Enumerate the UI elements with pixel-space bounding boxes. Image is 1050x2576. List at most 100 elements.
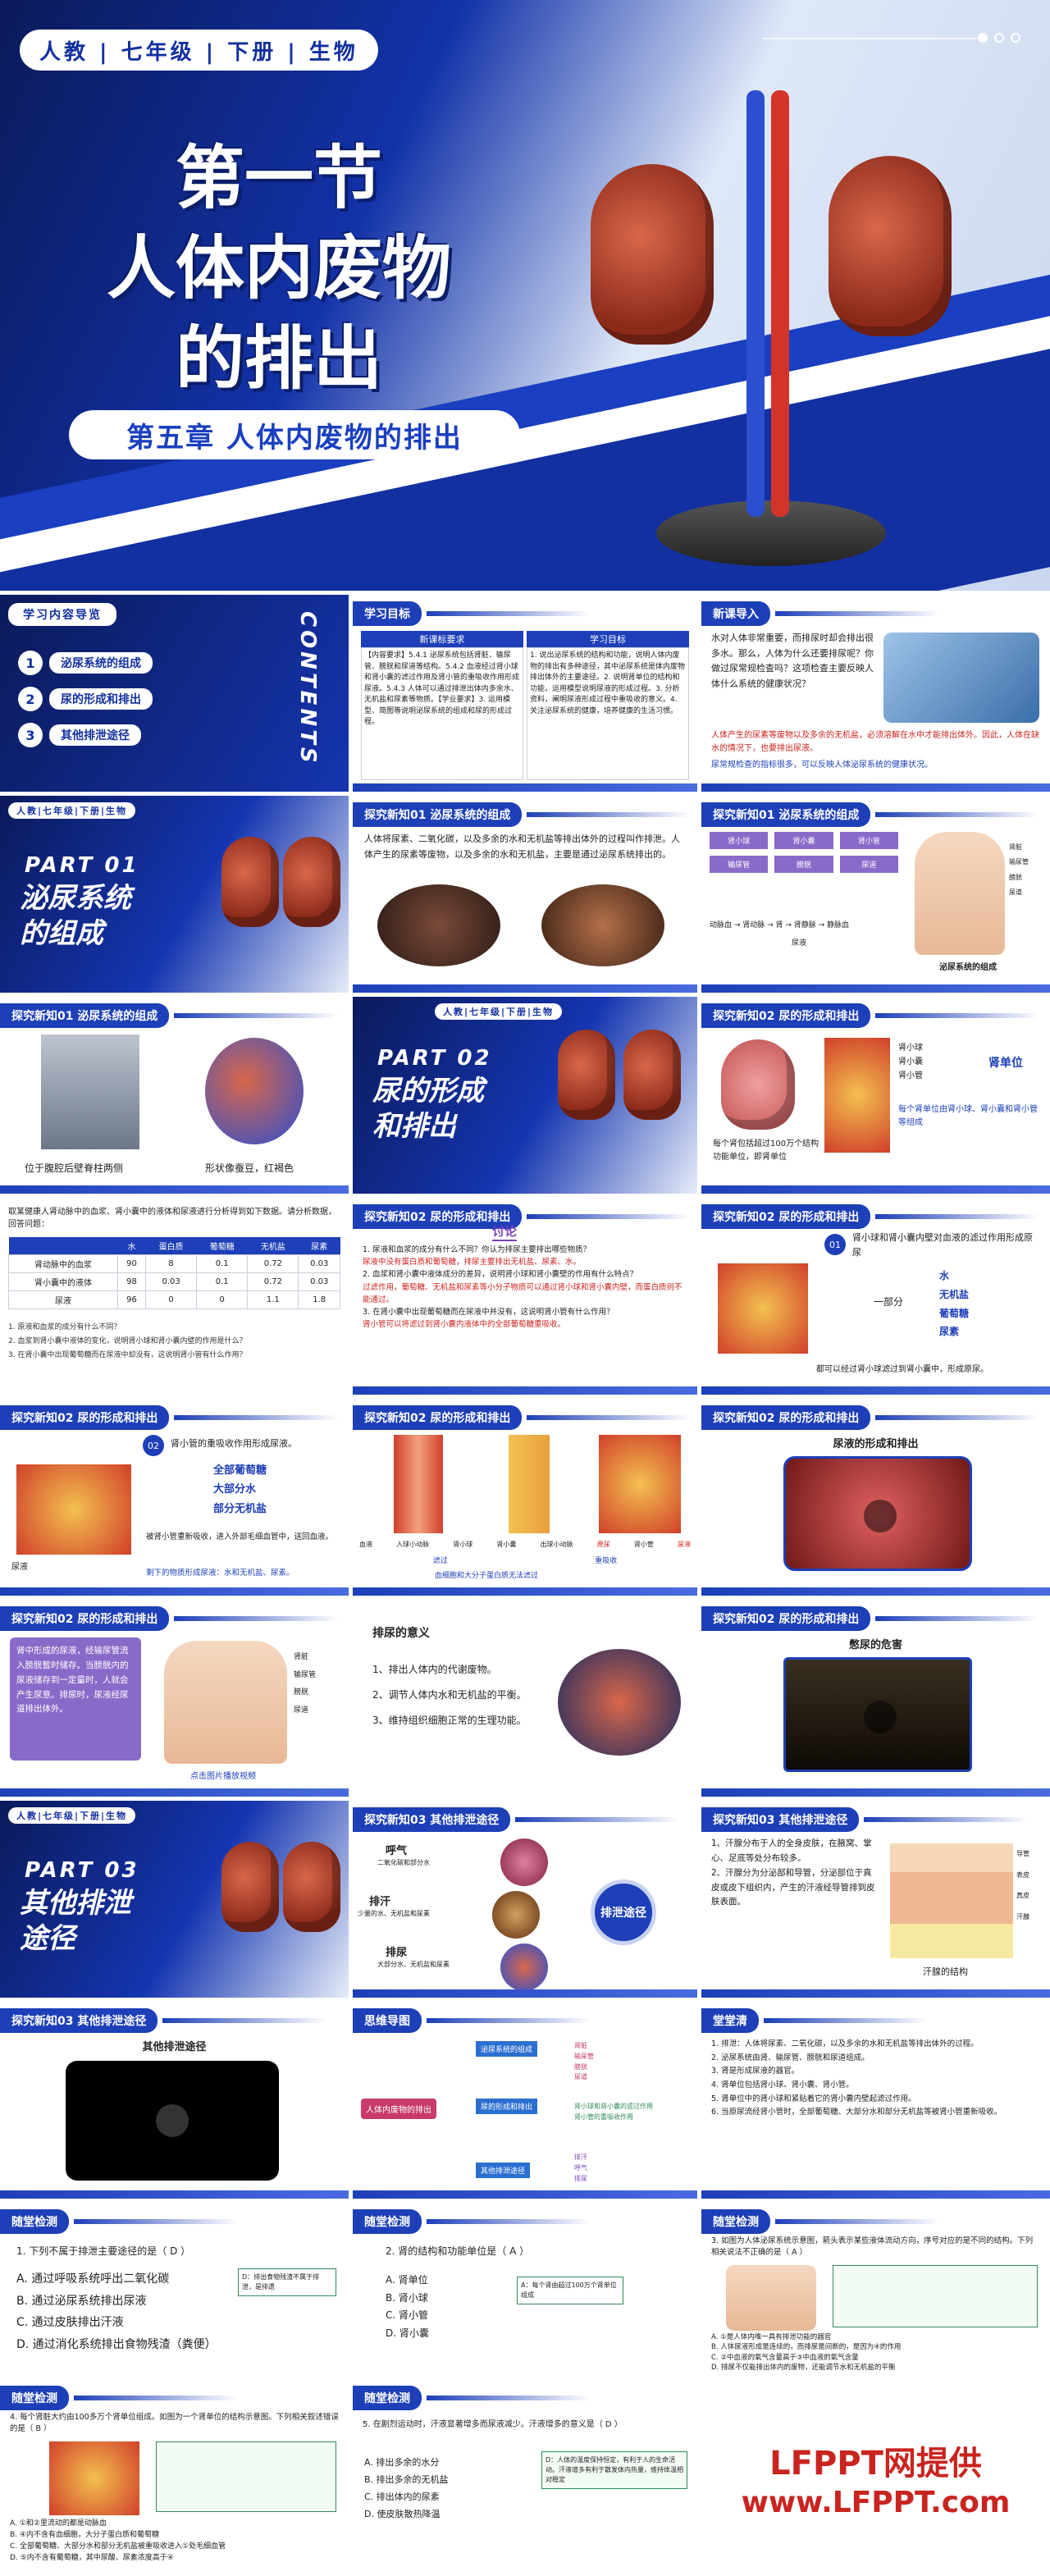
- video-player[interactable]: [783, 1456, 972, 1571]
- brand-slide[interactable]: LFPPT网提供 www.LFPPT.com: [701, 2379, 1050, 2576]
- tubule-figure: [509, 1435, 550, 1533]
- quiz-3-slide[interactable]: 随堂检测 3. 如图为人体泌尿系统示意图，箭头表示某些液体流动方向，序号对应的是…: [701, 2203, 1050, 2375]
- quiz-1-slide[interactable]: 随堂检测 1. 下列不属于排泄主要途径的是（ D ） A. 通过呼吸系统呼出二氧…: [0, 2203, 349, 2375]
- table-header: 尿素: [298, 1237, 340, 1255]
- excretion-def-slide[interactable]: 探究新知01 泌尿系统的组成 人体将尿素、二氧化碳，以及多余的水和无机盐等排出体…: [353, 796, 697, 993]
- title-line: 泌尿系统: [20, 882, 131, 915]
- kidney-location-slide[interactable]: 探究新知01 泌尿系统的组成 位于腹腔后壁脊柱两侧 形状像蚕豆，红褐色: [0, 997, 349, 1194]
- body-figure[interactable]: [164, 1641, 287, 1764]
- video-title: 憋尿的危害: [848, 1639, 902, 1651]
- intro-slide[interactable]: 新课导入 水对人体非常重要，而排尿时却会排出很多水。那么，人体为什么还要排尿呢？…: [701, 595, 1050, 792]
- data-table-slide[interactable]: 取某健康人肾动脉中的血浆、肾小囊中的液体和尿液进行分析得到如下数据。请分析数据，…: [0, 1198, 349, 1395]
- quiz-option[interactable]: A. 排出多余的水分: [364, 2457, 440, 2468]
- play-icon[interactable]: [156, 2104, 189, 2137]
- quiz-5-slide[interactable]: 随堂检测 5. 在剧烈运动时，汗液显著增多而尿液减少。汗液增多的意义是（ D ）…: [353, 2379, 697, 2576]
- other-routes-video-slide[interactable]: 探究新知03 其他排泄途径 其他排泄途径: [0, 2002, 349, 2199]
- quiz-option[interactable]: D. ⑤内不含有葡萄糖，其中尿酸、尿素浓度高于④: [10, 2553, 174, 2562]
- quiz-option[interactable]: A. ①是人体内唯一具有排泄功能的器官: [711, 2333, 832, 2341]
- filtration-slide[interactable]: 探究新知02 尿的形成和排出 01 肾小球和肾小囊内壁对血液的滤过作用形成原尿 …: [701, 1198, 1050, 1395]
- organ-labels: 肾脏 输尿管 膀胱 尿道: [1009, 840, 1029, 901]
- decor-bar: [764, 2018, 928, 2023]
- quiz-option[interactable]: C. 肾小管: [386, 2309, 429, 2322]
- slide-header: 随堂检测: [701, 2209, 939, 2234]
- summary-slide[interactable]: 堂堂清 1. 排泄：人体将尿素、二氧化碳，以及多余的水和无机盐等排出体外的过程。…: [701, 2002, 1050, 2199]
- quiz-option[interactable]: B. ④内不含有血细胞，大分子蛋白质和葡萄糖: [10, 2530, 159, 2539]
- part2-slide[interactable]: 人教|七年级|下册|生物 PART 02 尿的形成和排出: [353, 997, 697, 1194]
- quiz-option[interactable]: C. 排出体内的尿素: [364, 2491, 440, 2502]
- slide-header: 探究新知02 尿的形成和排出: [701, 1003, 1040, 1028]
- urine-video-slide[interactable]: 探究新知02 尿的形成和排出 尿液的形成和排出: [701, 1399, 1050, 1596]
- slide-footer: [0, 2190, 349, 2199]
- slide-header: 思维导图: [353, 2008, 591, 2033]
- figure-caption: 汗腺的结构: [923, 1966, 968, 1977]
- sweat-text: 1、汗腺分布于人的全身皮肤，在腋窝、掌心、足底等处分布较多。 2、汗腺分为分泌部…: [711, 1837, 875, 1910]
- quiz-option[interactable]: C. 通过皮肤排出汗液: [16, 2316, 124, 2330]
- process-label: 肾小管: [633, 1541, 654, 1548]
- urine-process-slide[interactable]: 探究新知02 尿的形成和排出 血液 入球小动脉 肾小球 肾小囊 出球小动脉 原尿…: [353, 1399, 697, 1596]
- table-cell: 0.03: [298, 1254, 340, 1273]
- slide-header: 探究新知02 尿的形成和排出: [0, 1606, 339, 1631]
- quiz-option[interactable]: B. 通过泌尿系统排出尿液: [16, 2294, 147, 2308]
- quiz-options: A. 通过呼吸系统呼出二氧化碳 B. 通过泌尿系统排出尿液 C. 通过皮肤排出汗…: [16, 2268, 217, 2355]
- significance-list: 1、排出人体内的代谢废物。 2、调节人体内水和无机盐的平衡。 3、维持组织细胞正…: [372, 1657, 527, 1734]
- quiz-option[interactable]: C. ②中血液的氧气含量高于③中血液的氧气含量: [711, 2353, 859, 2362]
- urination-slide[interactable]: 探究新知02 尿的形成和排出 肾中形成的尿液，经输尿管流入膀胱暂时储存。当膀胱内…: [0, 1600, 349, 1797]
- urinary-system-slide[interactable]: 探究新知01 泌尿系统的组成 肾小球 肾小囊 肾小管 输尿管 膀胱 尿道 动脉血…: [701, 796, 1050, 993]
- map-leaf: 肾小管的重吸收作用: [574, 2112, 633, 2121]
- discussion-slide[interactable]: 探究新知02 尿的形成和排出 讨论 1. 尿液和血浆的成分有什么不同？你认为排尿…: [353, 1198, 697, 1395]
- filtrate-item: 尿素: [939, 1326, 960, 1338]
- table-cell: 1.1: [247, 1290, 299, 1309]
- dot-icon: [994, 33, 1004, 43]
- part1-slide[interactable]: 人教|七年级|下册|生物 PART 01 泌尿系统的组成: [0, 796, 349, 993]
- map-leaves: 排汗 呼气 排尿: [574, 2153, 587, 2184]
- brand-url[interactable]: www.LFPPT.com: [741, 2486, 1011, 2519]
- quiz-2-slide[interactable]: 随堂检测 2. 肾的结构和功能单位是（ A ） A. 肾单位 B. 肾小球 C.…: [353, 2203, 697, 2375]
- step-footnote-2: 剩下的物质形成尿液：水和无机盐、尿素。: [146, 1569, 294, 1578]
- quiz-option[interactable]: D. 排尿不仅能排出体内的废物，还能调节水和无机盐的平衡: [711, 2363, 896, 2372]
- video-player[interactable]: [66, 2061, 279, 2181]
- table-header: 蛋白质: [145, 1237, 197, 1255]
- decor-bar: [875, 1013, 1040, 1018]
- quiz-option[interactable]: A. 肾单位: [386, 2274, 428, 2286]
- quiz-option[interactable]: B. 肾小球: [386, 2291, 428, 2304]
- part-title: 尿的形成和排出: [372, 1074, 484, 1144]
- quiz-4-slide[interactable]: 随堂检测 4. 每个肾脏大约由100多万个肾单位组成。如图为一个肾单位的结构示意…: [0, 2379, 349, 2576]
- organ-label: 膀胱: [294, 1688, 309, 1697]
- goals-slide[interactable]: 学习目标 新课标要求【内容要求】5.4.1 泌尿系统包括肾脏、输尿管、膀胱和尿道…: [353, 595, 697, 792]
- excretion-routes-slide[interactable]: 探究新知03 其他排泄途径 呼气 二氧化碳和部分水 排汗 少量的水、无机盐和尿素…: [353, 1801, 697, 1998]
- quiz-option[interactable]: B. 人体尿液形成是连续的，而排尿是间断的，是因为④的作用: [711, 2343, 902, 2352]
- urination-significance-slide[interactable]: 排尿的意义 1、排出人体内的代谢废物。 2、调节人体内水和无机盐的平衡。 3、维…: [353, 1600, 697, 1797]
- reabsorbed-item: 部分无机盐: [213, 1502, 267, 1515]
- play-video-link[interactable]: 点击图片播放视频: [190, 1772, 256, 1781]
- play-icon[interactable]: [864, 1500, 897, 1532]
- play-icon[interactable]: [864, 1701, 897, 1733]
- reabsorption-slide[interactable]: 探究新知02 尿的形成和排出 02 肾小管的重吸收作用形成尿液。 尿液 全部葡萄…: [0, 1399, 349, 1596]
- table-cell: 90: [116, 1254, 147, 1273]
- part-number: PART 02: [377, 1046, 492, 1071]
- contents-heading: 学习内容导览: [8, 603, 116, 626]
- sweating-face-photo: [541, 884, 664, 966]
- urinary-figure: [726, 2265, 816, 2331]
- question: 3. 在肾小囊中出现葡萄糖而在尿液中并没有，这说明肾小管有什么作用？: [363, 1307, 614, 1317]
- nephron-slide[interactable]: 探究新知02 尿的形成和排出 肾小球 肾小囊 肾小管 肾单位 每个肾包括超过10…: [701, 997, 1050, 1194]
- map-leaf: 排汗: [574, 2154, 587, 2161]
- holding-urine-slide[interactable]: 探究新知02 尿的形成和排出 憋尿的危害: [701, 1600, 1050, 1797]
- quiz-option[interactable]: C. 全部葡萄糖、大部分水和部分无机盐被重吸收进入①处毛细血管: [10, 2542, 226, 2551]
- video-player[interactable]: [783, 1657, 972, 1772]
- title-slide[interactable]: 人教 | 七年级 | 下册 | 生物 第一节 人体内废物 的排出 第五章 人体内…: [0, 0, 1050, 591]
- mind-map-slide[interactable]: 思维导图 人体内废物的排出 泌尿系统的组成 尿的形成和排出 其他排泄途径 肾脏 …: [353, 2002, 697, 2199]
- quiz-option[interactable]: B. 排出多余的无机盐: [364, 2473, 449, 2485]
- quiz-option[interactable]: D. 通过消化系统排出食物残渣（粪便）: [16, 2337, 217, 2351]
- slide-footer: [701, 1989, 1050, 1998]
- sweat-gland-slide[interactable]: 探究新知03 其他排泄途径 1、汗腺分布于人的全身皮肤，在腋窝、掌心、足底等处分…: [701, 1801, 1050, 1998]
- quiz-option[interactable]: A. 通过呼吸系统呼出二氧化碳: [16, 2272, 170, 2286]
- quiz-option[interactable]: D. 肾小囊: [386, 2327, 429, 2339]
- quiz-option[interactable]: A. ①和②里流动的都是动脉血: [10, 2519, 107, 2528]
- quiz-option[interactable]: D. 使皮肤散热降温: [364, 2508, 441, 2519]
- part3-slide[interactable]: 人教|七年级|下册|生物 PART 03 其他排泄途径: [0, 1801, 349, 1998]
- answer: 肾小管可以将滤过到肾小囊内液体中的全部葡萄糖重吸收。: [363, 1320, 566, 1330]
